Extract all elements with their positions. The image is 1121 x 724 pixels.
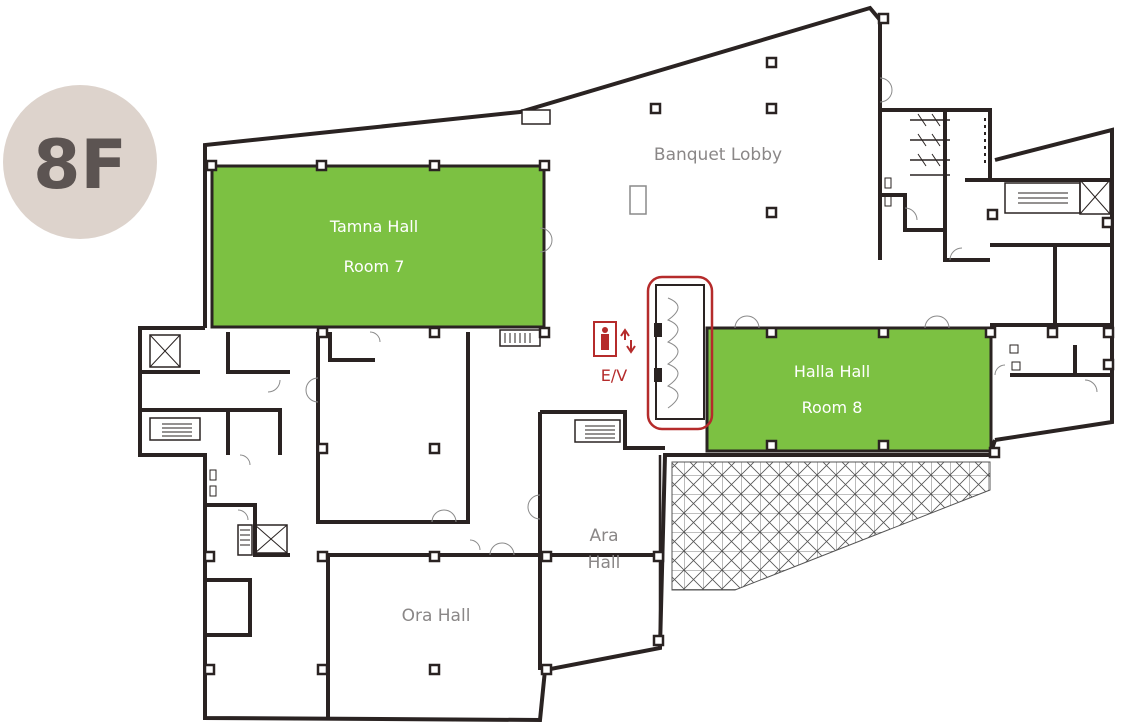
outer-wall-south [203, 439, 997, 723]
restroom-wall-2 [943, 110, 990, 262]
halla-hall-area[interactable] [705, 326, 993, 453]
restroom-wall [878, 110, 945, 232]
core-wall-6 [205, 578, 252, 637]
elevator-highlight[interactable] [646, 275, 714, 431]
outer-wall-far-east [994, 127, 1114, 442]
tamna-hall[interactable]: Tamna Hall Room 7 [210, 164, 546, 329]
utility-shafts [149, 109, 1111, 554]
core-wall-7 [328, 332, 375, 362]
banquet-lobby-label: Banquet Lobby [654, 145, 782, 165]
core-wall-3 [140, 408, 282, 455]
ara-hall-label-1: Ara [589, 526, 618, 546]
elevator-bank[interactable] [646, 275, 714, 431]
halla-hall[interactable]: Halla Hall Room 8 [705, 326, 993, 453]
terrace-lattice-area [671, 461, 991, 591]
door-swings [237, 77, 1098, 556]
elevator-shaft [655, 284, 705, 420]
floor-label: 8F [33, 126, 127, 205]
stairs [149, 182, 1081, 556]
elevator-doors [666, 297, 679, 409]
ora-hall-label: Ora Hall [402, 606, 471, 626]
ara-hall-label-2: Hall [588, 553, 621, 573]
elevator-block [654, 323, 662, 337]
tamna-hall-label: Tamna Hall [329, 217, 418, 236]
outer-wall-north [203, 5, 882, 328]
elevator-block-2 [654, 368, 662, 382]
halla-room-label: Room 8 [802, 398, 863, 417]
floor-badge-circle [3, 85, 157, 239]
elevator-label: E/V [601, 366, 628, 385]
restroom-fixtures [209, 113, 1021, 497]
floor-badge: 8F [3, 85, 157, 239]
outer-wall-west-wing [138, 326, 207, 555]
outer-wall-east [880, 108, 992, 180]
stair-room-wall [540, 410, 665, 450]
core-wall-1 [226, 332, 290, 374]
inner-room-wall [316, 332, 470, 524]
interior-walls [140, 110, 1112, 718]
columns [203, 12, 1115, 676]
tamna-room-label: Room 7 [344, 257, 405, 276]
elevator-person-icon [593, 321, 636, 357]
halla-hall-label: Halla Hall [794, 362, 870, 381]
tamna-hall-area[interactable] [210, 164, 546, 329]
